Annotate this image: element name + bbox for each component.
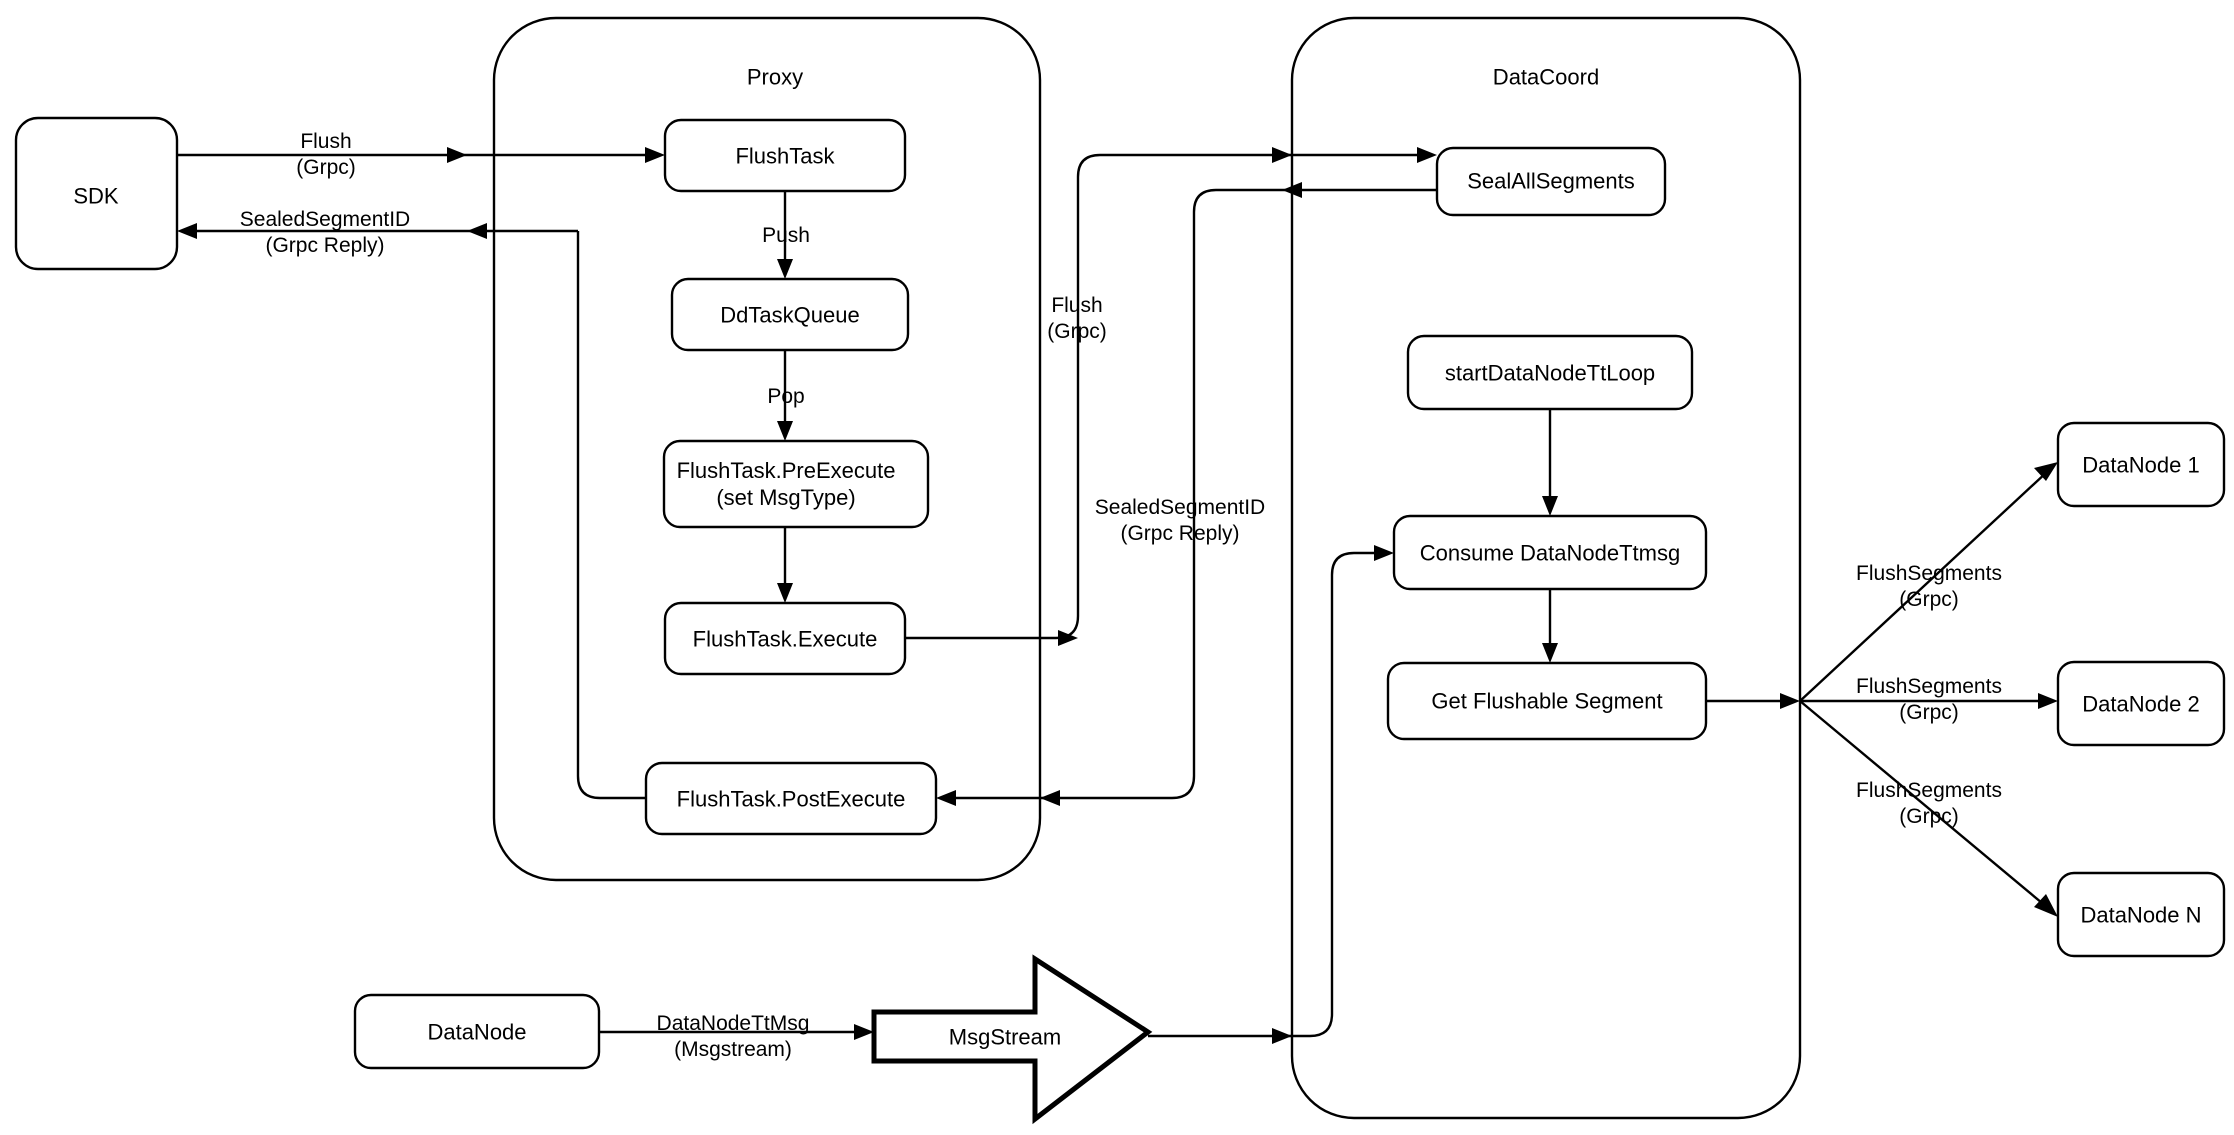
arrowhead-getflushable-in: [1542, 643, 1558, 663]
node-post-execute[interactable]: [644, 761, 938, 836]
node-seal-all-segments[interactable]: [1435, 146, 1667, 217]
arrowhead-datacoord-boundary-out: [1282, 182, 1302, 198]
node-msgstream[interactable]: [871, 954, 1153, 1125]
arrowhead-proxy-boundary-in: [447, 147, 467, 163]
arrowhead-consume-in-top: [1542, 496, 1558, 516]
arrowhead-execute-out-channel: [1058, 630, 1078, 646]
edge-junction-to-datanoden: [1799, 700, 2049, 909]
arrowhead-postexecute-in: [936, 790, 956, 806]
arrowhead-proxy-boundary-reply: [1040, 790, 1060, 806]
arrowhead-execute-in: [777, 583, 793, 603]
arrowhead-junction-in: [1780, 693, 1800, 709]
arrowhead-datacoord-boundary-in: [1272, 147, 1292, 163]
arrowhead-datanode1-in: [2034, 462, 2058, 481]
arrowhead-datanode2-in: [2038, 693, 2058, 709]
node-datanode-2[interactable]: [2056, 660, 2226, 747]
arrowhead-sealallsegments-in: [1417, 147, 1437, 163]
arrowhead-datacoord-boundary-msgstream: [1272, 1028, 1292, 1044]
arrowhead-proxy-boundary-out: [467, 223, 487, 239]
arrowhead-preexecute-in: [777, 421, 793, 441]
edge-postexecute-return-route: [576, 231, 646, 800]
node-start-datanode-tt-loop[interactable]: [1406, 334, 1694, 411]
node-sdk[interactable]: [14, 116, 179, 271]
arrowhead-ddtaskqueue-in: [777, 259, 793, 279]
node-pre-execute[interactable]: [662, 439, 930, 529]
node-dd-task-queue[interactable]: [670, 277, 910, 352]
node-execute[interactable]: [663, 601, 907, 676]
edge-msgstream-to-consume: [1148, 551, 1384, 1038]
arrowhead-datanoden-in: [2034, 894, 2058, 917]
arrowhead-consume-in-left: [1374, 545, 1394, 561]
node-datanode-n[interactable]: [2056, 871, 2226, 958]
node-datanode-1[interactable]: [2056, 421, 2226, 508]
arrowhead-sdk-in: [177, 223, 197, 239]
arrowhead-msgstream-in: [854, 1024, 874, 1040]
node-datanode-source[interactable]: [353, 993, 601, 1070]
edge-junction-to-datanode1: [1799, 470, 2049, 702]
node-get-flushable-segment[interactable]: [1386, 661, 1708, 741]
arrowhead-flushtask-in: [645, 147, 665, 163]
node-consume-datanode-ttmsg[interactable]: [1392, 514, 1708, 591]
node-flush-task[interactable]: [663, 118, 907, 193]
edge-sealallsegments-to-postexecute: [956, 188, 1437, 800]
